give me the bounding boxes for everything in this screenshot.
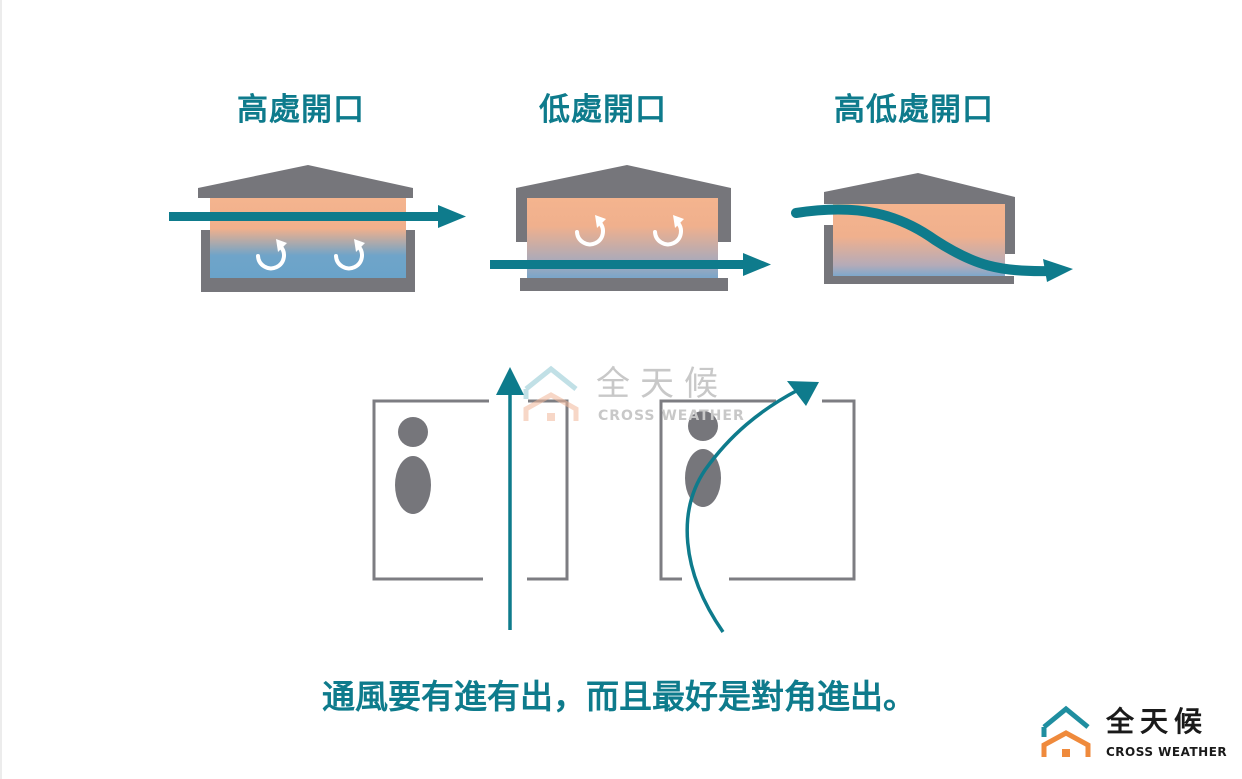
room-outline <box>372 399 569 581</box>
left-border <box>0 0 2 779</box>
room-interior <box>210 198 406 278</box>
person-head <box>398 417 428 447</box>
airflow-arrow <box>685 381 819 633</box>
brand-logo-icon <box>1041 705 1091 757</box>
wall-left <box>824 225 833 284</box>
panel-title-low-opening: 低處開口 <box>539 92 667 128</box>
house-high-low-opening <box>791 173 1073 284</box>
roof <box>198 165 413 198</box>
house-low-opening <box>490 165 771 291</box>
floor <box>520 278 728 291</box>
panel-title-high-low-opening: 高低處開口 <box>834 92 994 128</box>
wall-left <box>516 198 527 242</box>
person-body <box>395 456 431 514</box>
floor <box>824 276 1014 284</box>
airflow-arrow <box>791 204 1073 282</box>
roof <box>824 173 1015 204</box>
roof <box>516 165 731 198</box>
floor-plan-straight <box>372 367 569 630</box>
panel-title-high-opening: 高處開口 <box>237 92 365 128</box>
room-outline <box>659 399 856 581</box>
house-high-opening <box>169 165 466 292</box>
circulation-arrowheads <box>595 215 684 228</box>
brand-name-en: CROSS WEATHER <box>1106 745 1228 759</box>
floor-plan-diagonal <box>659 381 856 633</box>
brand-name-cn: 全天候 <box>1106 705 1209 738</box>
caption: 通風要有進有出，而且最好是對角進出。 <box>322 677 916 716</box>
airflow-arrow <box>490 253 771 276</box>
circulation-icon <box>256 244 364 271</box>
walls <box>201 230 415 292</box>
person-head <box>688 411 718 441</box>
watermark-name-en: CROSS WEATHER <box>598 408 745 424</box>
watermark-logo-icon <box>523 365 579 421</box>
watermark-name-cn: 全天候 <box>596 364 728 404</box>
airflow-arrow <box>496 367 524 630</box>
circulation-arrowheads <box>276 239 365 252</box>
wall-right <box>1005 204 1015 254</box>
wall-right <box>718 198 731 242</box>
airflow-arrow <box>169 205 466 228</box>
circulation-icon <box>575 220 683 247</box>
